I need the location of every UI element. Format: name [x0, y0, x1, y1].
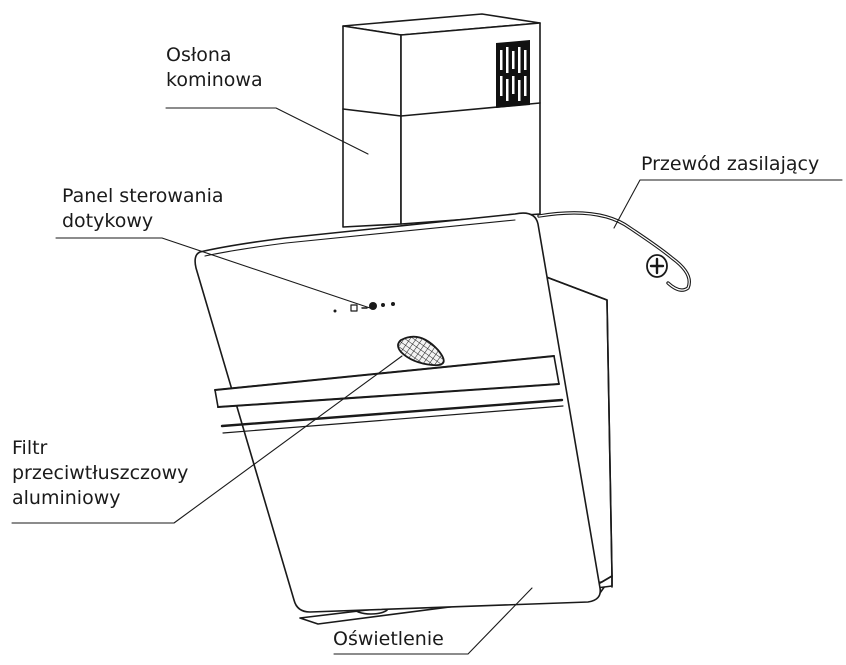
leader-chimney-cover	[165, 107, 369, 155]
leader-grease-filter	[11, 355, 403, 524]
plug-icon	[646, 254, 668, 278]
label-lighting: Oświetlenie	[333, 627, 444, 652]
label-touch-panel: Panel sterowania dotykowy	[62, 184, 224, 234]
control-panel-buttons	[333, 302, 395, 313]
label-line: przeciwtłuszczowy	[12, 462, 189, 484]
leader-power-cord	[613, 179, 843, 229]
label-chimney-cover: Osłona kominowa	[166, 43, 263, 93]
label-line: kominowa	[166, 69, 263, 91]
leader-lighting	[333, 587, 533, 655]
label-line: dotykowy	[62, 210, 154, 232]
label-line: Filtr	[12, 437, 48, 459]
label-line: Osłona	[166, 44, 232, 66]
label-line: Oświetlenie	[333, 628, 444, 650]
leader-touch-panel	[55, 237, 371, 309]
grease-filter	[397, 335, 445, 367]
leader-lines	[11, 107, 843, 655]
power-cord	[537, 211, 691, 292]
vent-grille	[496, 40, 530, 108]
label-power-cord: Przewód zasilający	[641, 152, 819, 177]
label-line: aluminiowy	[12, 487, 121, 509]
front-glass-panel	[194, 212, 602, 613]
label-line: Panel sterowania	[62, 185, 224, 207]
label-grease-filter: Filtr przeciwtłuszczowy aluminiowy	[12, 436, 188, 511]
label-line: Przewód zasilający	[641, 153, 820, 175]
